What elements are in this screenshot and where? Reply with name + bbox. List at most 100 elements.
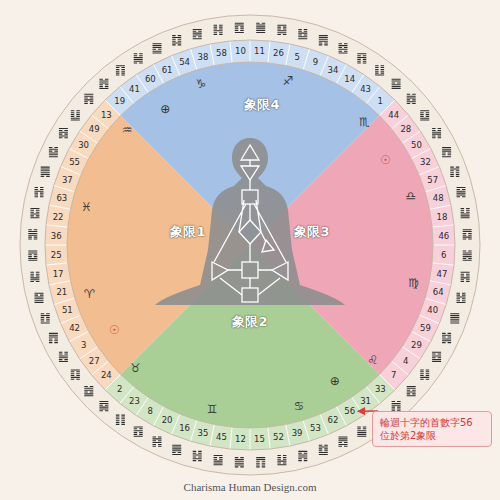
gate-number: 2 — [117, 384, 122, 393]
gate-number: 31 — [360, 397, 371, 406]
silhouette — [155, 138, 345, 305]
gate-number: 24 — [101, 371, 112, 380]
gate-number: 64 — [433, 288, 444, 297]
gate-number: 62 — [327, 416, 338, 425]
gate-number: 48 — [433, 194, 444, 203]
quadrant-label: 象限3 — [290, 223, 333, 241]
quadrant-label: 象限4 — [240, 96, 283, 114]
gate-number: 30 — [78, 141, 89, 150]
callout-text: 輪迴十字的首數字56 位於第2象限 — [380, 416, 484, 442]
gate-number: 18 — [436, 212, 447, 221]
gate-number: 60 — [145, 74, 156, 83]
gate-number: 10 — [235, 47, 246, 56]
head-center — [241, 145, 259, 160]
gate-number: 56 — [344, 407, 355, 416]
gate-number: 16 — [179, 423, 190, 432]
gate-number: 14 — [344, 74, 355, 83]
gate-number: 28 — [400, 125, 411, 134]
gate-number: 32 — [420, 158, 431, 167]
planet-glyph: ⊕ — [160, 103, 170, 115]
ring-outline — [20, 15, 480, 475]
root-center — [242, 288, 258, 302]
gate-number: 54 — [179, 58, 190, 67]
bodygraph — [212, 145, 288, 302]
caption: Charisma Human Design.com — [184, 481, 317, 493]
gate-number: 23 — [129, 397, 140, 406]
gate-number: 50 — [411, 141, 422, 150]
gate-number: 49 — [89, 125, 100, 134]
channels — [214, 160, 286, 295]
callout-box: 輪迴十字的首數字56 位於第2象限 — [372, 411, 492, 447]
quadrant-text: 象限2 — [232, 315, 267, 329]
gate-number: 47 — [436, 269, 447, 278]
zodiac-glyph: ♈ — [84, 288, 95, 300]
gate-number: 34 — [327, 65, 338, 74]
spleen-center — [212, 262, 228, 280]
zodiac-glyph: ♊ — [207, 403, 218, 415]
sacral-center — [242, 262, 258, 278]
zodiac-glyph: ♉ — [130, 362, 141, 374]
gate-number: 58 — [216, 49, 227, 58]
zodiac-glyph: ♋ — [294, 400, 305, 412]
zodiac-glyph: ♑ — [196, 78, 207, 90]
gate-number: 35 — [197, 429, 208, 438]
gate-number: 8 — [148, 407, 153, 416]
zodiac-glyph: ♎ — [405, 190, 416, 202]
g-center — [239, 220, 261, 244]
gate-number: 21 — [56, 288, 67, 297]
gate-number: 40 — [427, 306, 438, 315]
gate-number: 17 — [53, 269, 64, 278]
gate-number: 38 — [197, 53, 208, 62]
gate-number: 25 — [51, 250, 62, 259]
gate-number: 55 — [69, 158, 80, 167]
gate-number: 15 — [254, 435, 265, 444]
gate-number: 33 — [375, 384, 386, 393]
gate-number: 5 — [294, 53, 299, 62]
gate-number: 44 — [388, 110, 399, 119]
hexagram-symbols — [28, 23, 471, 467]
ring-outline — [45, 40, 455, 450]
gate-number: 42 — [69, 324, 80, 333]
gate-number: 46 — [438, 231, 449, 240]
planet-glyph: ☉ — [380, 154, 391, 166]
zodiac-glyph: ♐ — [282, 75, 293, 87]
ring-outline — [67, 62, 433, 428]
gate-number: 11 — [254, 47, 265, 56]
gate-number: 37 — [62, 175, 73, 184]
gate-number: 41 — [129, 85, 140, 94]
gate-number: 43 — [360, 85, 371, 94]
gate-number: 26 — [273, 49, 284, 58]
zodiac-glyph: ♒ — [122, 124, 133, 136]
gate-number: 9 — [313, 58, 318, 67]
gate-number: 63 — [56, 194, 67, 203]
gate-number: 4 — [403, 356, 408, 365]
gate-number: 1 — [378, 97, 383, 106]
zodiac-glyph: ♌ — [368, 354, 379, 366]
gate-number: 53 — [310, 423, 321, 432]
planet-glyph: ☉ — [109, 324, 120, 336]
gate-number: 27 — [89, 356, 100, 365]
heart-center — [262, 240, 274, 252]
hexagram-ring — [20, 15, 480, 475]
gate-number: 61 — [162, 65, 173, 74]
zodiac-glyph: ♏ — [359, 116, 370, 128]
solar-plexus-center — [272, 262, 288, 280]
gate-number: 57 — [427, 175, 438, 184]
gate-number: 52 — [273, 433, 284, 442]
quadrant-text: 象限4 — [244, 98, 279, 112]
gate-number: 39 — [292, 429, 303, 438]
ajna-center — [241, 166, 259, 180]
gate-number: 20 — [162, 416, 173, 425]
gate-number: 36 — [51, 231, 62, 240]
planet-glyph: ⊕ — [330, 375, 340, 387]
gate-number: 51 — [62, 306, 73, 315]
gate-number: 22 — [53, 212, 64, 221]
gate-number: 13 — [101, 110, 112, 119]
quadrant-text: 象限3 — [294, 225, 329, 239]
gate-number: 59 — [420, 324, 431, 333]
gate-number: 19 — [114, 97, 125, 106]
zodiac-glyph: ♍ — [408, 277, 419, 289]
gate-number: 7 — [391, 371, 396, 380]
throat-center — [242, 190, 258, 204]
gate-number: 12 — [235, 435, 246, 444]
